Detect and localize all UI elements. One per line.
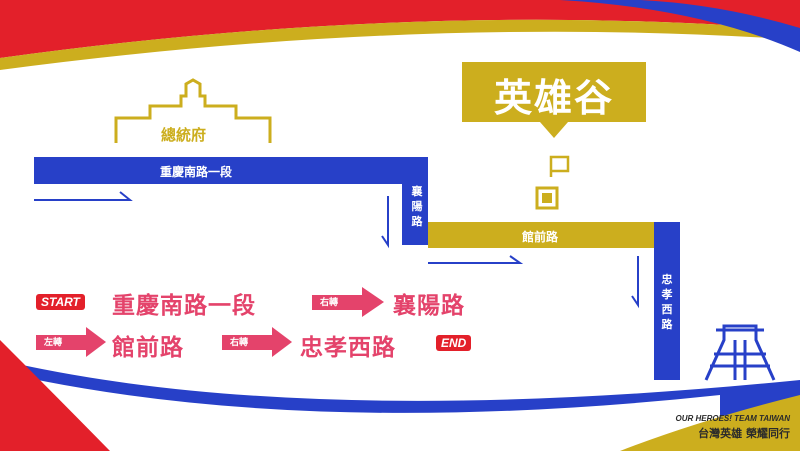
road-label-chongqing: 重慶南路一段: [160, 165, 233, 179]
direction-arrow-south-1: [381, 196, 389, 249]
road-label-guanqian: 館前路: [522, 230, 559, 244]
turn-arrow-1: [312, 287, 384, 317]
memorial-gate-icon: [704, 324, 776, 381]
direction-arrow-south-2: [631, 256, 639, 309]
turn-label-3: 右轉: [230, 338, 249, 348]
destination-flag-icon: [549, 155, 570, 177]
bottom-white-swoosh: [0, 372, 720, 451]
end-badge: END: [436, 335, 472, 351]
route-step-1: 重慶南路一段: [112, 293, 256, 319]
turn-arrow-2: [36, 327, 106, 357]
road-label-zhongxiao: 忠孝西路: [661, 273, 673, 331]
turn-label-2: 左轉: [44, 338, 63, 348]
road-chongqing-bar: [34, 157, 428, 184]
turn-arrow-3: [222, 327, 292, 357]
branding-english: OUR HEROES! TEAM TAIWAN: [675, 414, 790, 423]
presidential-office-label: 總統府: [159, 124, 209, 145]
road-zhongxiao-bar: [654, 222, 680, 380]
destination-marker: [535, 186, 559, 210]
top-red-swoosh: [0, 0, 800, 58]
turn-label-1: 右轉: [320, 298, 339, 308]
road-label-xiangyang: 襄陽路: [411, 185, 423, 228]
top-right-blue-swoosh: [560, 0, 800, 52]
route-step-4: 忠孝西路: [300, 335, 396, 361]
direction-arrow-east-1: [34, 191, 133, 201]
bottom-right-gold-swoosh: [620, 395, 800, 451]
destination-label: 英雄谷: [493, 76, 614, 120]
destination-callout-box: [462, 62, 646, 138]
presidential-office-icon: [114, 78, 272, 143]
start-badge: START: [36, 294, 85, 310]
road-xiangyang-bar: [402, 157, 428, 245]
bottom-left-pink-swoosh: [0, 340, 110, 451]
top-right-red-swoosh: [640, 0, 800, 28]
direction-arrow-east-2: [428, 255, 524, 264]
route-step-2: 襄陽路: [393, 293, 465, 319]
route-step-3: 館前路: [112, 335, 184, 361]
road-guanqian-bar: [428, 222, 680, 248]
branding-chinese: 台灣英雄 榮耀同行: [698, 427, 790, 440]
top-gold-swoosh: [0, 19, 800, 70]
